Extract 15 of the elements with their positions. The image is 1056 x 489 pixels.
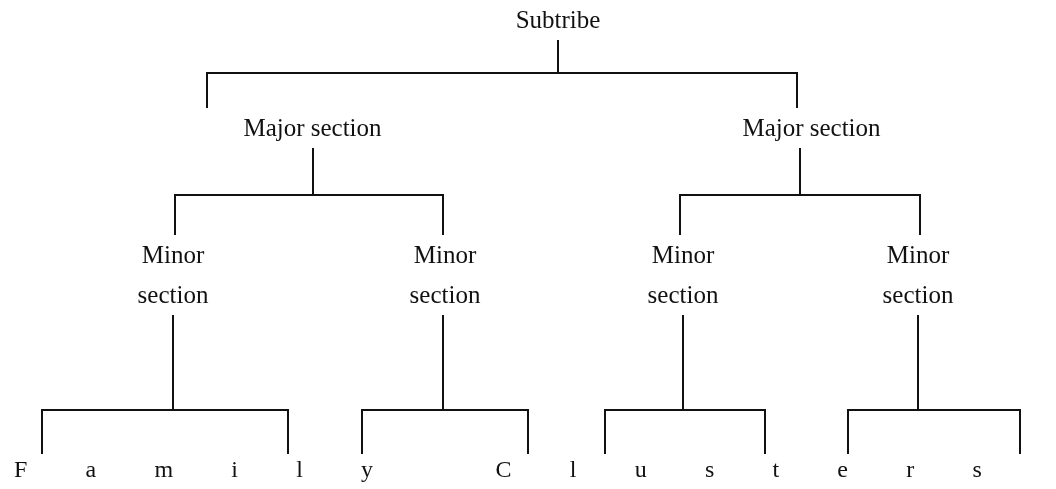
- connector-line: [557, 39, 798, 109]
- node-label: Minor section: [646, 240, 720, 310]
- connector-line: [172, 314, 289, 455]
- connector-line: [312, 147, 444, 236]
- node-label: Major section: [742, 113, 881, 143]
- connector-line: [682, 314, 766, 455]
- spaced-label: Family Clusters: [14, 455, 1040, 484]
- connector-line: [799, 147, 921, 236]
- node-label: Major section: [243, 113, 382, 143]
- connector-line: [442, 314, 529, 455]
- node-label: Minor section: [881, 240, 955, 310]
- node-label: Subtribe: [515, 5, 601, 35]
- node-label: Minor section: [408, 240, 482, 310]
- node-label: Minor section: [136, 240, 210, 310]
- connector-line: [917, 314, 1021, 455]
